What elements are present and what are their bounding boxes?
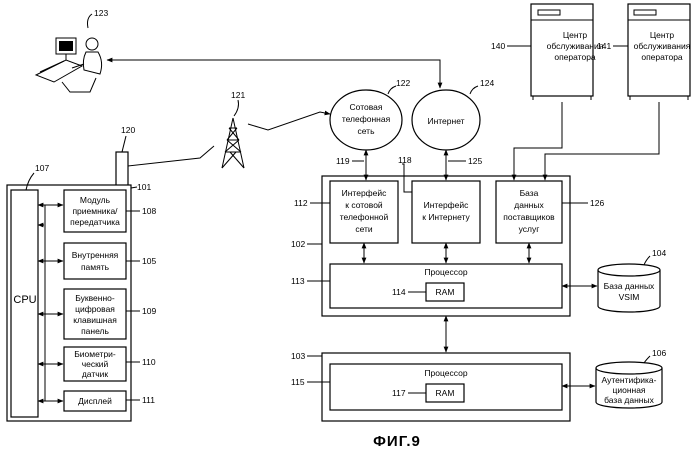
ref-109-label: 109 bbox=[142, 306, 156, 316]
ref-115-label: 115 bbox=[291, 377, 305, 387]
ram-103-label: RAM bbox=[436, 388, 455, 398]
biometric-label-2: ческий bbox=[82, 359, 109, 369]
vsim-db-label-1: База данных bbox=[604, 281, 655, 291]
cellular-network-label-2: телефонная bbox=[342, 114, 391, 124]
ref-119-label: 119 bbox=[336, 156, 350, 166]
provider-db-label-1: База bbox=[520, 188, 539, 198]
keypad-label-4: панель bbox=[81, 326, 109, 336]
ref-104-leader bbox=[644, 256, 650, 265]
service-center-141-label-2: обслуживания bbox=[634, 41, 691, 51]
provider-db-label-3: поставщиков bbox=[503, 212, 555, 222]
ref-102-label: 102 bbox=[291, 239, 305, 249]
ref-141-label: 141 bbox=[597, 41, 611, 51]
antenna-cellular-link bbox=[248, 112, 330, 130]
ref-122-label: 122 bbox=[396, 78, 410, 88]
internet-interface-label-2: к Интернету bbox=[422, 212, 470, 222]
transceiver-label-3: передатчика bbox=[70, 217, 120, 227]
ref-126-label: 126 bbox=[590, 198, 604, 208]
memory-label-1: Внутренняя bbox=[72, 250, 119, 260]
ref-113-label: 113 bbox=[291, 276, 305, 286]
internet-interface-label-1: Интерфейс bbox=[424, 200, 470, 210]
auth-db-label-1: Аутентифика- bbox=[602, 375, 657, 385]
ref-120-leader bbox=[122, 136, 126, 152]
display-label: Дисплей bbox=[78, 396, 112, 406]
keypad-label-3: клавишная bbox=[73, 315, 117, 325]
auth-db-label-2: ционная bbox=[612, 385, 645, 395]
processor-103-label: Процессор bbox=[424, 368, 467, 378]
ref-104-label: 104 bbox=[652, 248, 666, 258]
biometric-label-3: датчик bbox=[82, 369, 109, 379]
ref-140-label: 140 bbox=[491, 41, 505, 51]
biometric-label-1: Биометри- bbox=[74, 349, 116, 359]
ref-123-leader bbox=[88, 14, 93, 28]
ref-106-label: 106 bbox=[652, 348, 666, 358]
service-center-140-label-1: Центр bbox=[563, 30, 588, 40]
internet-label: Интернет bbox=[427, 116, 464, 126]
ref-120-label: 120 bbox=[121, 125, 135, 135]
user-workstation-icon bbox=[36, 38, 102, 92]
ref-107-label: 107 bbox=[35, 163, 49, 173]
cpu-label: CPU bbox=[13, 294, 36, 306]
ram-102-label: RAM bbox=[436, 287, 455, 297]
ref-124-label: 124 bbox=[480, 78, 494, 88]
ref-106-leader bbox=[644, 356, 650, 363]
processor-102-label: Процессор bbox=[424, 267, 467, 277]
cellular-network-label-3: сеть bbox=[357, 126, 375, 136]
ref-103-label: 103 bbox=[291, 351, 305, 361]
ref-124-leader bbox=[470, 86, 478, 94]
ref-105-label: 105 bbox=[142, 256, 156, 266]
service-center-140-label-2: обслуживания bbox=[547, 41, 604, 51]
ref-118-label: 118 bbox=[398, 155, 412, 165]
antenna-tower-icon bbox=[222, 118, 244, 168]
cell-interface-label-4: сети bbox=[355, 224, 373, 234]
transceiver-label-1: Модуль bbox=[80, 195, 111, 205]
ref-123-label: 123 bbox=[94, 8, 108, 18]
cellular-network-label-1: Сотовая bbox=[350, 102, 383, 112]
ref-121-leader bbox=[234, 100, 239, 116]
cell-interface-label-1: Интерфейс bbox=[342, 188, 388, 198]
ref-121-label: 121 bbox=[231, 90, 245, 100]
device-antenna-link bbox=[122, 146, 214, 166]
memory-label-2: память bbox=[81, 262, 110, 272]
internal-memory-module bbox=[64, 243, 126, 279]
keypad-label-1: Буквенно- bbox=[75, 293, 115, 303]
cell-interface-label-2: к сотовой bbox=[345, 200, 383, 210]
service-center-140-label-3: оператора bbox=[554, 52, 596, 62]
provider-db-label-4: услуг bbox=[519, 224, 540, 234]
ref-110-label: 110 bbox=[142, 357, 156, 367]
ref-101-label: 101 bbox=[137, 182, 151, 192]
ref-108-label: 108 bbox=[142, 206, 156, 216]
vsim-db-label-2: VSIM bbox=[619, 292, 640, 302]
ref-114-label: 114 bbox=[392, 287, 406, 297]
ref-111-label: 111 bbox=[142, 395, 155, 405]
ref-112-label: 112 bbox=[294, 198, 308, 208]
user-internet-link bbox=[107, 60, 440, 88]
auth-db-label-3: база данных bbox=[604, 395, 654, 405]
ref-125-label: 125 bbox=[468, 156, 482, 166]
device-antenna-stub bbox=[116, 152, 128, 186]
service-center-141-label-1: Центр bbox=[650, 30, 675, 40]
ref-117-label: 117 bbox=[392, 388, 406, 398]
provider-db-label-2: данных bbox=[514, 200, 544, 210]
figure-caption: ФИГ.9 bbox=[373, 433, 421, 450]
service-center-141-label-3: оператора bbox=[641, 52, 683, 62]
keypad-label-2: цифровая bbox=[75, 304, 115, 314]
cell-interface-label-3: телефонной bbox=[340, 212, 389, 222]
transceiver-label-2: приемника/ bbox=[72, 206, 118, 216]
ref-122-leader bbox=[388, 86, 396, 94]
